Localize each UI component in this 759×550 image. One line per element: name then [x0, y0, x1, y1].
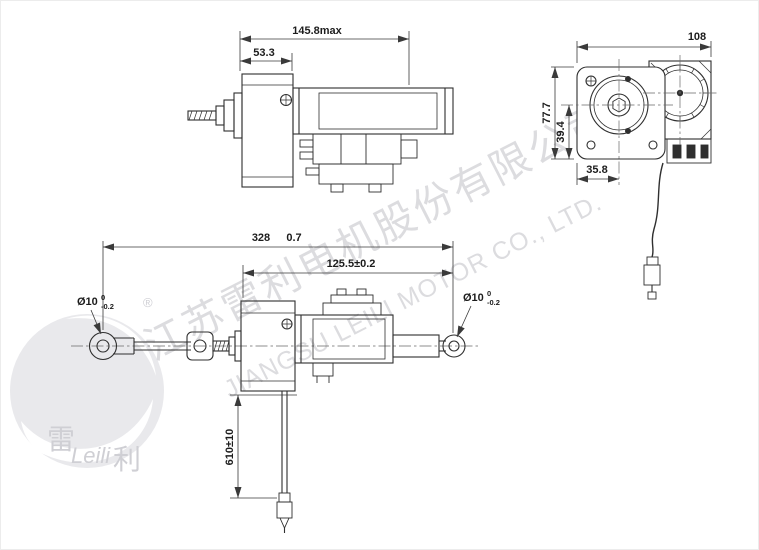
assembly-cable: [276, 391, 293, 533]
logo-char-left: 雷: [47, 424, 75, 455]
assembly-view: [71, 288, 479, 533]
side-output-shaft: [187, 92, 243, 139]
front-mounting-plate: [576, 66, 666, 160]
logo-circle: [10, 314, 164, 468]
assembly-terminal-block: [322, 288, 382, 316]
dim-hole-left-tol-upper: 0: [101, 293, 105, 302]
side-view: [187, 73, 454, 193]
watermark: 雷 Leili 利 ® 江苏雷利电机股份有限公司 JIANGSU LEILI M…: [10, 95, 617, 475]
leili-logo: 雷 Leili 利 ®: [10, 295, 164, 475]
side-motor-body: [292, 87, 454, 135]
side-view-dimensions: 145.8max 53.3: [239, 25, 410, 85]
dim-assembly-retracted: 125.5±0.2: [327, 258, 376, 270]
side-gearbox: [241, 73, 294, 188]
dim-front-width: 108: [688, 31, 706, 43]
dim-side-gearbox-length: 53.3: [253, 47, 274, 59]
screw-cross-icon: [586, 76, 596, 86]
dim-hole-left-tol-lower: -0.2: [101, 302, 114, 311]
dim-front-center-to-base: 39.4: [555, 120, 567, 142]
screw-cross-icon: [282, 319, 292, 329]
dim-assembly-overall-value: 328: [252, 232, 270, 244]
assembly-left-eyelet: [88, 331, 191, 361]
dim-hole-left-diameter: Ø10: [77, 296, 98, 308]
dim-front-edge-to-center: 35.8: [586, 164, 607, 176]
dim-front-height: 77.7: [541, 102, 553, 123]
dim-hole-right-tol-lower: -0.2: [487, 298, 500, 307]
dim-hole-right-diameter: Ø10: [463, 292, 484, 304]
dim-assembly-overall-tol: 0.7: [286, 232, 301, 244]
screw-cross-icon: [280, 94, 292, 106]
dim-side-overall-length: 145.8max: [292, 25, 342, 37]
front-view-dimensions: 108 77.7 39.4 35.8: [541, 31, 712, 185]
side-terminal-block: [299, 133, 418, 193]
assembly-mounting-tab: [312, 362, 334, 383]
front-terminal-block: [666, 138, 712, 164]
assembly-view-dimensions: 328 0.7 125.5±0.2 Ø10 0 -0.2 Ø10 0 -0.2 …: [77, 232, 500, 499]
dim-assembly-cable-length: 610±10: [224, 429, 236, 466]
assembly-outer-tube: [392, 334, 466, 358]
logo-script: Leili: [71, 443, 111, 468]
front-power-cable: [643, 162, 664, 300]
logo-char-right: 利: [113, 444, 141, 475]
dim-hole-right-tol-upper: 0: [487, 289, 491, 298]
front-view: [561, 55, 717, 300]
registered-mark: ®: [143, 295, 153, 310]
logo-swoosh-lower: [21, 399, 153, 463]
